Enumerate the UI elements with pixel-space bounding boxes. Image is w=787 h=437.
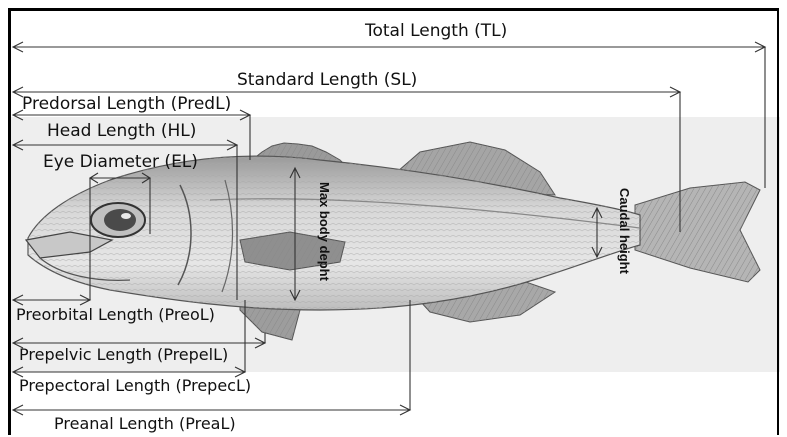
standard-length-label: Standard Length (SL): [237, 72, 417, 89]
eye-diameter-label: Eye Diameter (EL): [43, 154, 198, 171]
caudal-height-label: Caudal height: [618, 188, 631, 274]
prepectoral-length-label: Prepectoral Length (PrepecL): [19, 378, 251, 394]
prepelvic-length-label: Prepelvic Length (PrepelL): [19, 347, 228, 363]
head-length-label: Head Length (HL): [47, 123, 196, 140]
preanal-length-label: Preanal Length (PreaL): [54, 416, 236, 432]
preorbital-length-label: Preorbital Length (PreoL): [16, 307, 215, 323]
total-length-label: Total Length (TL): [365, 23, 507, 40]
max-body-depth-label: Max body depht: [318, 182, 331, 281]
predorsal-length-label: Predorsal Length (PredL): [22, 96, 231, 113]
